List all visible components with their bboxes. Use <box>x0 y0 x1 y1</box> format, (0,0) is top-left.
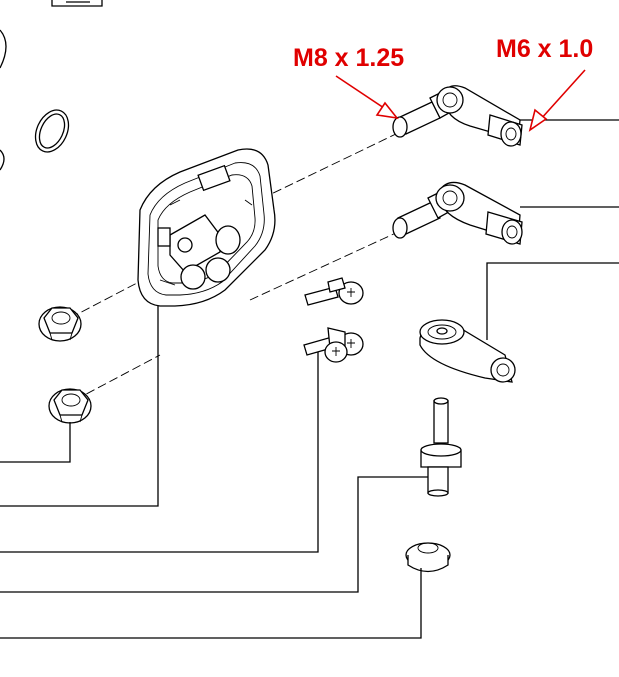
callout-arrow-right <box>528 69 586 132</box>
stud-bolt <box>420 397 462 497</box>
thread-spec-m8-label: M8 x 1.25 <box>293 44 404 72</box>
rod-end-middle <box>392 181 523 245</box>
rod-end-upper <box>392 85 523 147</box>
callout-arrow-left <box>335 75 399 120</box>
thread-spec-m6-label: M6 x 1.0 <box>496 35 593 63</box>
rod-end-eye <box>419 319 516 383</box>
mount-bracket <box>137 148 276 307</box>
cropped-top-parts <box>0 0 103 171</box>
flange-nut-bottom <box>405 542 451 573</box>
o-ring <box>34 109 70 153</box>
flange-nut-upper <box>38 306 82 342</box>
countersunk-screws <box>303 277 364 363</box>
leader-lines <box>0 119 619 639</box>
flange-nut-lower <box>48 388 92 424</box>
